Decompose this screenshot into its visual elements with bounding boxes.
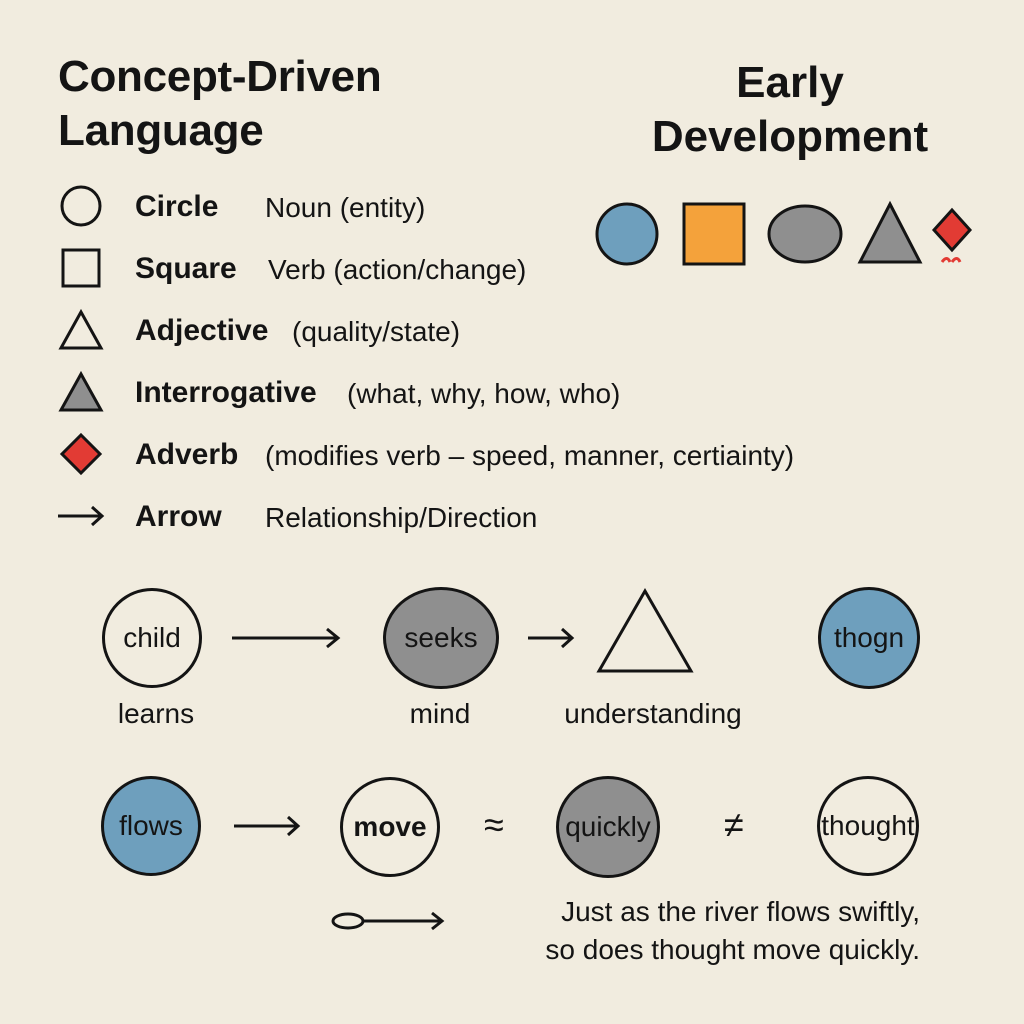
caption-understanding: understanding <box>564 698 742 729</box>
legend-term: Arrow <box>135 500 222 533</box>
legend-definition: (quality/state) <box>292 316 461 347</box>
node-quickly: quickly <box>556 776 660 878</box>
arrow-right-icon <box>232 627 341 649</box>
legend-row-arrow: Arrow Relationship/Direction <box>0 492 700 540</box>
circle-outline-icon <box>60 185 102 227</box>
legend-definition: Noun (entity) <box>265 192 426 223</box>
quote-text: Just as the river flows swiftly, so does… <box>545 896 920 965</box>
legend-term: Circle <box>135 190 219 223</box>
node-flows: flows <box>101 776 201 876</box>
title-concept-driven-language: Concept-Driven Language <box>58 52 382 155</box>
caption-learns: learns <box>117 698 195 729</box>
orange-square-icon <box>682 202 746 266</box>
node-thogn: thogn <box>818 587 920 689</box>
legend-term: Adjective <box>135 314 269 347</box>
arrow-right-icon <box>234 815 301 837</box>
early-development-shapes <box>595 200 973 266</box>
not-equal-icon: ≠ <box>724 804 744 845</box>
diamond-red-icon <box>59 432 103 476</box>
gray-oval-icon <box>767 204 843 264</box>
legend-definition: (what, why, how, who) <box>347 378 621 409</box>
triangle-gray-icon <box>58 370 104 412</box>
legend-row-interrogative: Interrogative (what, why, how, who) <box>0 368 800 416</box>
approximately-equal-icon: ≈ <box>484 804 504 845</box>
blue-circle-icon <box>595 202 659 266</box>
triangle-outline-icon <box>596 587 694 673</box>
arrow-right-icon <box>58 505 105 527</box>
node-thought: thought <box>817 776 919 876</box>
legend-row-adverb: Adverb (modifies verb – speed, manner, c… <box>0 430 900 478</box>
legend-definition: (modifies verb – speed, manner, certiain… <box>265 440 795 471</box>
node-child: child <box>102 588 202 688</box>
red-swirl-icon <box>940 257 962 263</box>
legend-definition: Relationship/Direction <box>265 502 538 533</box>
gray-triangle-icon <box>857 200 923 264</box>
node-seeks: seeks <box>383 587 499 689</box>
legend-term: Interrogative <box>135 376 317 409</box>
square-outline-icon <box>61 248 101 288</box>
title-early-development: Early Development <box>651 58 929 161</box>
legend-term: Adverb <box>135 438 239 471</box>
caption-mind: mind <box>409 698 471 729</box>
legend-row-circle: Circle Noun (entity) <box>0 182 700 230</box>
legend-term: Square <box>135 252 237 285</box>
arrow-right-icon <box>528 627 575 649</box>
legend-definition: Verb (action/change) <box>268 254 527 285</box>
legend-row-square: Square Verb (action/change) <box>0 244 700 292</box>
legend-row-adjective: Adjective (quality/state) <box>0 306 700 354</box>
triangle-outline-icon <box>58 308 104 350</box>
origin-arrow-icon <box>331 911 445 931</box>
node-move: move <box>340 777 440 877</box>
red-diamond-icon <box>931 207 973 253</box>
